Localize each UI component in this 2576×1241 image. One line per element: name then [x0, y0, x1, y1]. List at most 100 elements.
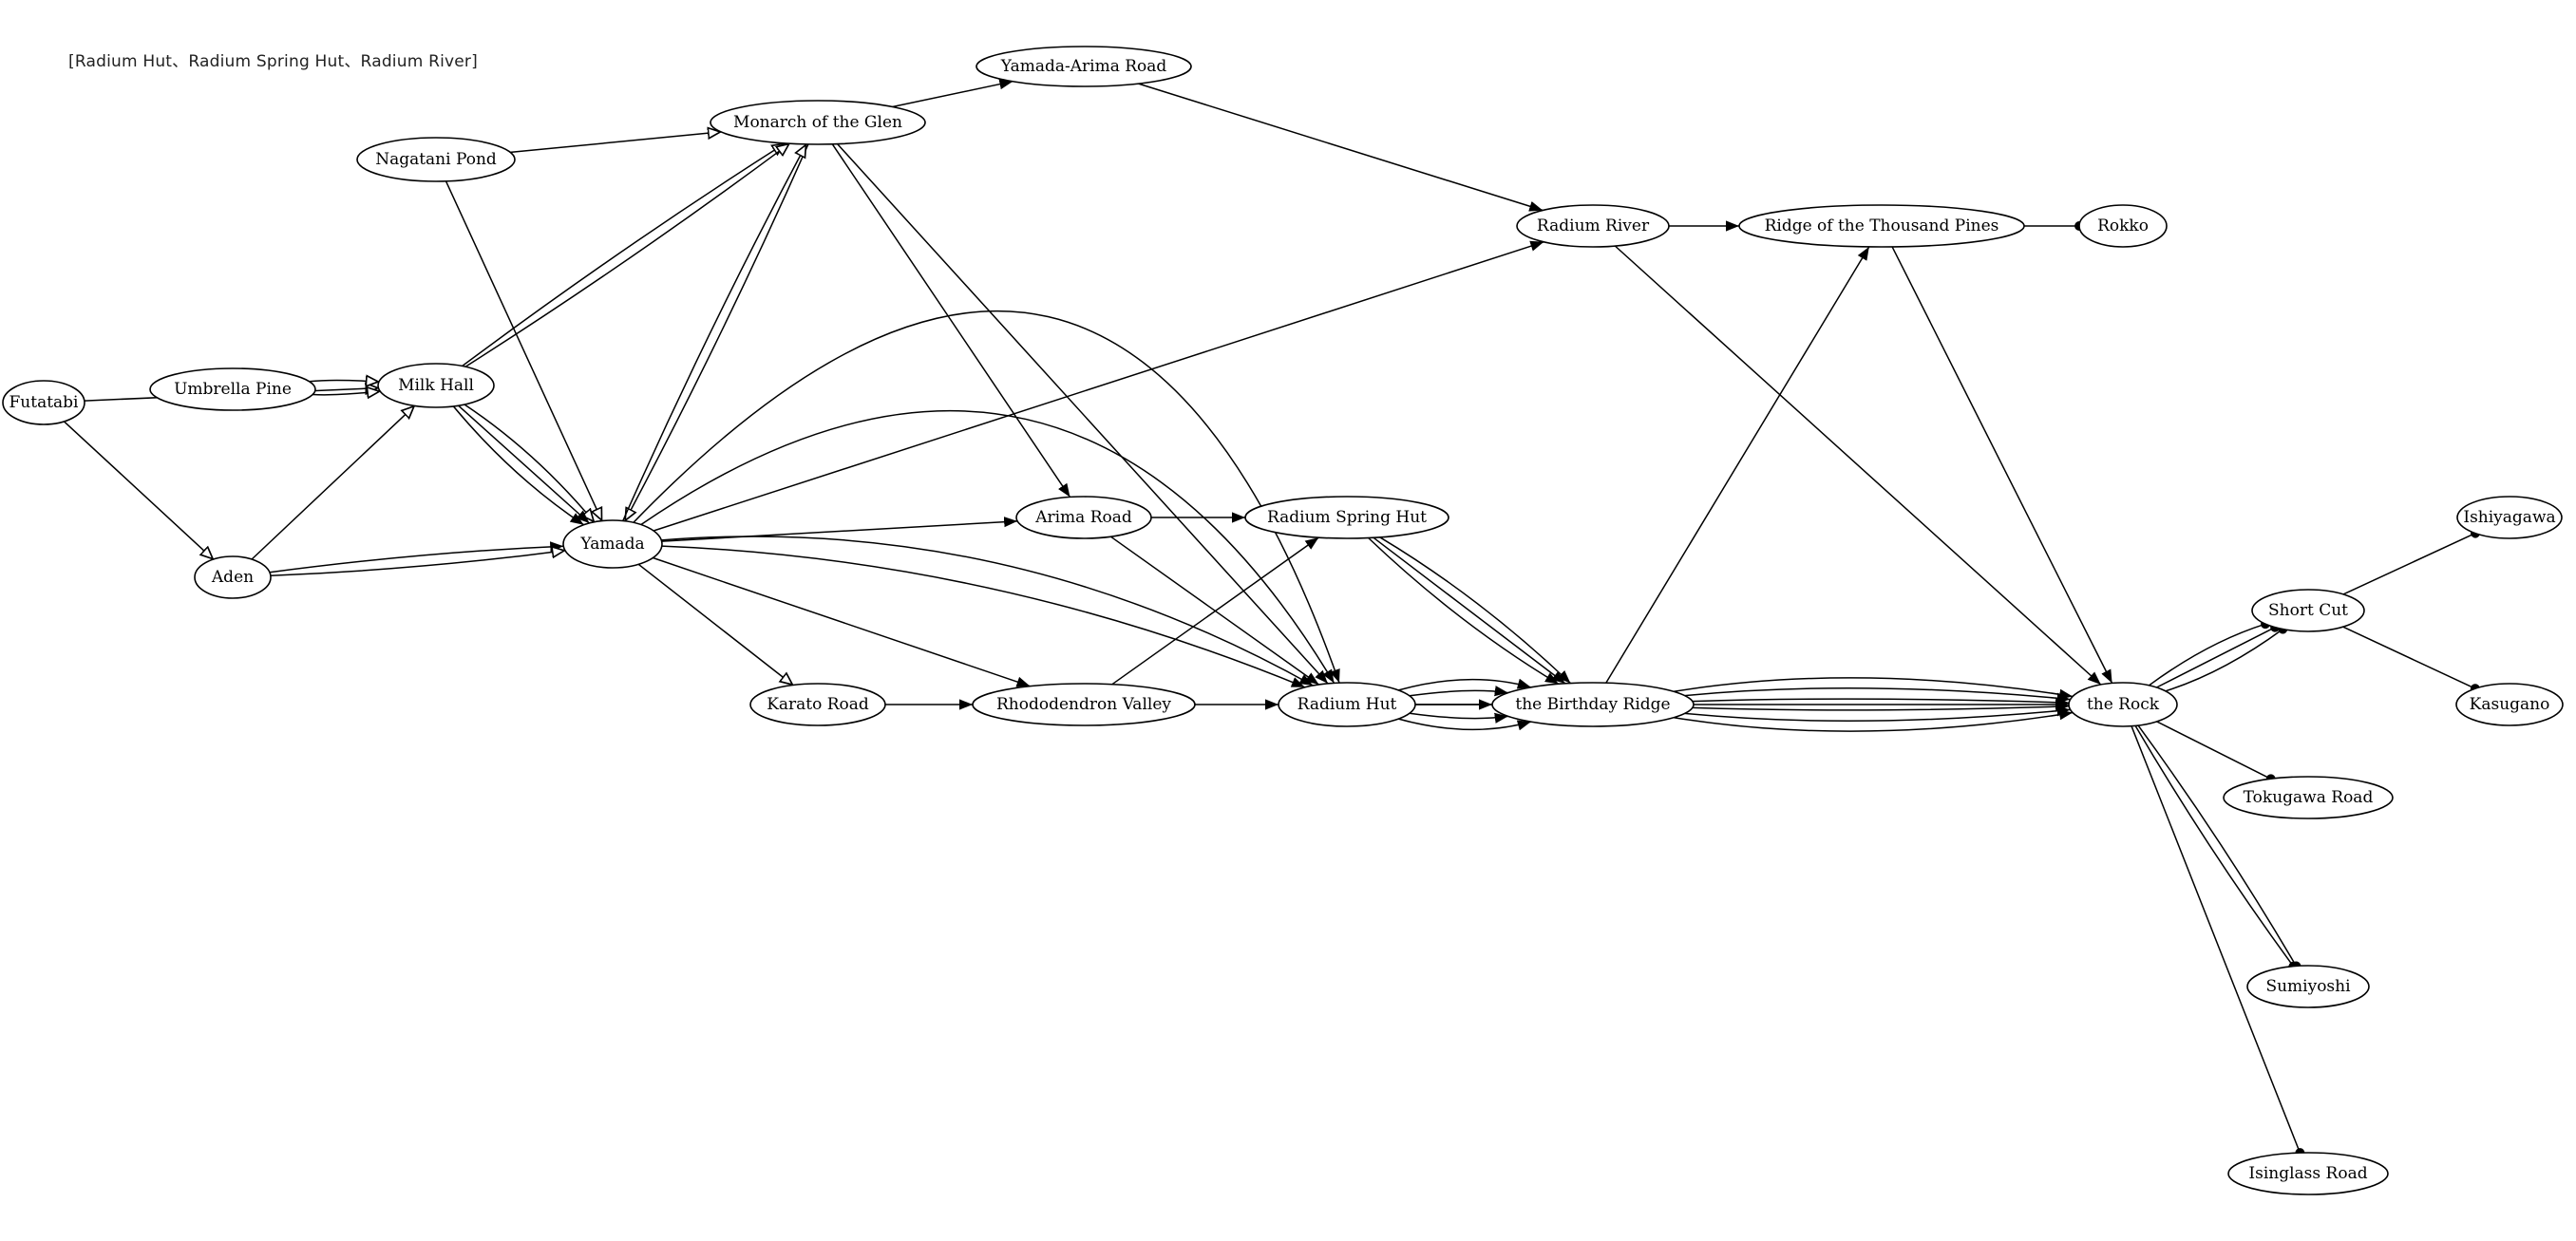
edge-nagatani-to-monarch — [510, 132, 721, 154]
node-aden: Aden — [194, 555, 272, 599]
node-the-rock: the Rock — [2068, 682, 2178, 727]
node-ellipse — [356, 137, 516, 182]
edge-path — [2342, 528, 2480, 595]
edge-yamada-to-radium-hut — [661, 545, 1306, 688]
node-tokugawa: Tokugawa Road — [2223, 776, 2394, 819]
node-label: Ishiyagawa — [2463, 508, 2555, 527]
edge-radium-spring-to-birthday-ridge — [1379, 536, 1571, 685]
node-label: Short Cut — [2268, 601, 2348, 620]
edge-path — [653, 240, 1544, 532]
edge-path — [2342, 626, 2480, 694]
node-ellipse — [749, 683, 886, 726]
edge-the-rock-to-tokugawa — [2156, 721, 2276, 784]
edge-yamada-to-rhododendron — [653, 556, 1031, 687]
node-yamada-arima-road: Yamada-Arima Road — [975, 46, 1192, 87]
edge-path — [2134, 725, 2299, 971]
node-milk-hall: Milk Hall — [377, 363, 495, 408]
edge-path — [661, 545, 1306, 688]
edge-ridge-pines-to-the-rock — [1891, 246, 2113, 684]
node-ellipse — [2251, 589, 2365, 632]
node-label: the Birthday Ridge — [1515, 695, 1670, 714]
node-isinglass: Isinglass Road — [2227, 1152, 2389, 1195]
node-ellipse — [2227, 1152, 2389, 1195]
node-label: Sumiyoshi — [2265, 977, 2351, 996]
edge-path — [1409, 686, 1508, 697]
edge-the-rock-to-short-cut — [2149, 619, 2270, 686]
edge-path — [1692, 701, 2070, 712]
edge-radium-spring-to-birthday-ridge — [1368, 536, 1560, 686]
node-yamada: Yamada — [562, 519, 663, 569]
node-label: Radium Spring Hut — [1267, 508, 1427, 527]
edge-path — [1614, 245, 2102, 686]
node-nagatani: Nagatani Pond — [356, 137, 516, 182]
edge-path — [1692, 697, 2070, 708]
edge-yamada-to-radium-hut — [640, 410, 1335, 684]
edge-rhododendron-to-radium-spring — [1111, 536, 1319, 686]
edge-path — [2149, 619, 2270, 686]
edge-monarch-to-radium-hut — [837, 143, 1329, 685]
edge-path — [270, 551, 565, 577]
edge-path — [640, 410, 1335, 684]
node-label: Nagatani Pond — [375, 150, 497, 169]
node-ishiyagawa: Ishiyagawa — [2456, 496, 2563, 539]
node-ellipse — [562, 519, 663, 569]
edge-yamada-to-radium-hut — [661, 536, 1314, 686]
edge-path — [1379, 536, 1571, 685]
node-ellipse — [2068, 682, 2178, 727]
graph-caption: [Radium Hut、Radium Spring Hut、Radium Riv… — [68, 52, 478, 71]
edge-birthday-ridge-to-the-rock — [1684, 705, 2071, 723]
edge-path — [1368, 536, 1560, 686]
node-rhododendron: Rhododendron Valley — [972, 683, 1196, 726]
edge-path — [1891, 246, 2113, 684]
edge-path — [637, 563, 793, 685]
node-ellipse — [1491, 682, 1695, 727]
edge-path — [2137, 724, 2301, 971]
edge-path — [1684, 705, 2071, 723]
node-radium-spring: Radium Spring Hut — [1244, 496, 1449, 539]
edge-path — [633, 310, 1340, 684]
node-short-cut: Short Cut — [2251, 589, 2365, 632]
edge-yamada-to-arima-road — [661, 517, 1018, 542]
node-label: Milk Hall — [398, 376, 474, 395]
node-birthday-ridge: the Birthday Ridge — [1491, 682, 1695, 727]
node-label: Rhododendron Valley — [996, 695, 1171, 714]
edge-path — [1684, 686, 2071, 704]
edge-milk-hall-to-yamada — [458, 404, 591, 524]
node-label: Kasugano — [2470, 695, 2550, 714]
node-ellipse — [2223, 776, 2394, 819]
node-label: Karato Road — [767, 695, 869, 714]
edge-monarch-to-arima-road — [831, 143, 1071, 498]
edge-yamada-to-monarch — [622, 144, 807, 521]
edge-path — [510, 132, 721, 154]
node-label: Rokko — [2097, 216, 2149, 235]
edge-radium-hut-to-birthday-ridge — [1398, 678, 1532, 691]
node-ellipse — [710, 100, 926, 145]
edge-birthday-ridge-to-the-rock — [1684, 686, 2071, 704]
edge-the-rock-to-short-cut — [2165, 624, 2288, 692]
node-label: Tokugawa Road — [2244, 788, 2374, 807]
edge-birthday-ridge-to-ridge-pines — [1605, 246, 1870, 684]
node-label: Radium Hut — [1297, 695, 1397, 714]
edge-monarch-to-yamada — [624, 143, 809, 521]
edge-birthday-ridge-to-the-rock — [1673, 709, 2074, 732]
node-ellipse — [1738, 204, 2025, 248]
edge-aden-to-yamada — [269, 541, 564, 573]
edge-milk-hall-to-monarch — [464, 143, 789, 367]
node-label: Isinglass Road — [2248, 1164, 2367, 1183]
node-ellipse — [1244, 496, 1449, 539]
edge-milk-hall-to-yamada — [464, 404, 595, 522]
edge-aden-to-yamada — [270, 551, 565, 577]
node-ellipse — [2, 380, 85, 425]
edge-umbrella-to-milk-hall — [309, 380, 379, 382]
edge-path — [624, 143, 809, 521]
node-label: the Rock — [2087, 695, 2160, 714]
edge-birthday-ridge-to-the-rock — [1673, 677, 2074, 700]
edge-yamada-arima-road-to-radium-river — [1138, 83, 1544, 212]
edge-radium-spring-to-birthday-ridge — [1373, 536, 1566, 685]
node-kasugano: Kasugano — [2455, 683, 2564, 726]
edge-radium-hut-to-birthday-ridge — [1409, 712, 1508, 724]
edge-path — [1398, 718, 1532, 731]
node-ellipse — [1516, 204, 1670, 248]
node-label: Umbrella Pine — [174, 380, 292, 399]
